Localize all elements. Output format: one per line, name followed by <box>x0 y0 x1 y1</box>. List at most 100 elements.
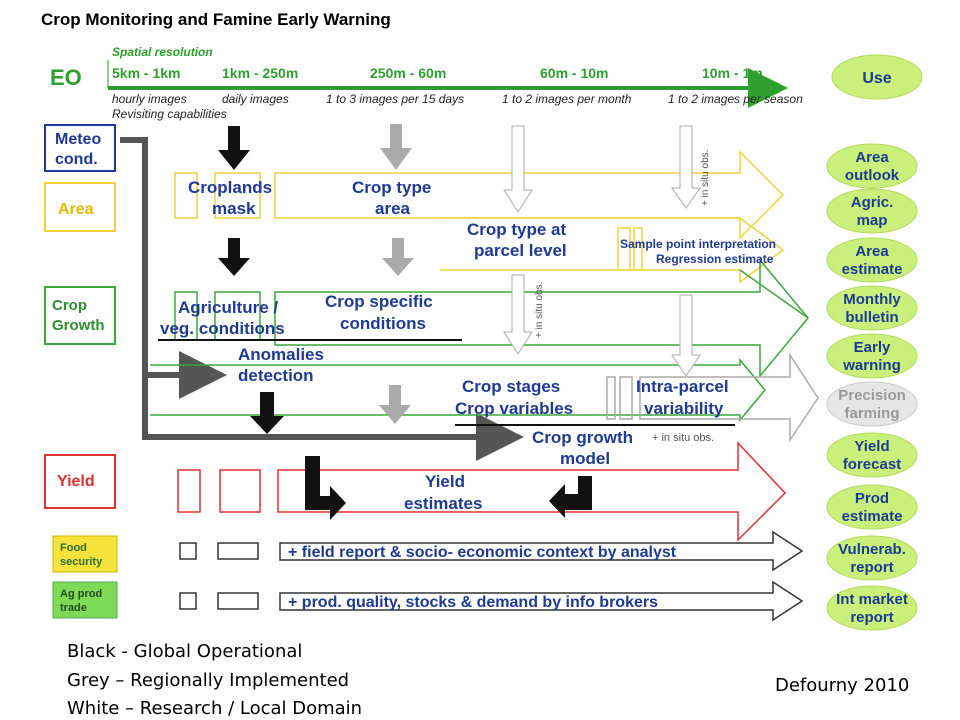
area-label: Area <box>58 201 94 218</box>
white-down-arrow-1 <box>503 125 533 213</box>
output-oval-7 <box>826 432 918 478</box>
output-column: Use AreaoutlookAgric.mapAreaestimateMont… <box>826 54 923 631</box>
food-security-label-1: Food <box>60 542 87 554</box>
output-oval-9 <box>826 535 918 581</box>
yield-row <box>177 441 787 542</box>
agriculture-veg-2: veg. conditions <box>160 319 285 338</box>
output-label-6-2: farming <box>844 405 899 422</box>
intra-parcel-2: variability <box>644 399 724 418</box>
output-label-1-2: outlook <box>845 167 900 184</box>
resolution-1: 5km - 1km <box>112 65 180 81</box>
output-label-8-2: estimate <box>842 508 903 525</box>
output-oval-1 <box>826 143 918 189</box>
yield-box <box>44 454 116 509</box>
sample-point-2: Regression estimate <box>656 252 774 266</box>
meteo-label-1: Meteo <box>55 131 101 148</box>
ag-prod-trade-label-2: trade <box>60 602 87 614</box>
output-label-2-2: map <box>857 212 888 229</box>
meteo-label-2: cond. <box>55 151 98 168</box>
meteo-box <box>44 124 116 172</box>
revisit-4: 1 to 2 images per month <box>502 92 632 106</box>
white-down-arrow-2 <box>671 125 701 209</box>
area-box <box>44 182 116 232</box>
crop-growth-model-1: Crop growth <box>532 428 633 447</box>
black-down-arrow-3 <box>250 392 284 434</box>
grey-down-arrow-1 <box>380 124 412 170</box>
croplands-mask-1: Croplands <box>188 178 272 197</box>
output-label-10-2: report <box>850 609 893 626</box>
down-arrows <box>218 124 701 520</box>
output-label-7-1: Yield <box>854 438 889 455</box>
output-label-9-2: report <box>850 559 893 576</box>
black-down-arrow-1 <box>218 126 250 170</box>
legend-black: Black - Global Operational <box>67 641 303 662</box>
yield-estimates-1: Yield <box>425 472 465 491</box>
output-oval-6 <box>826 381 918 427</box>
output-label-5-2: warning <box>842 357 901 374</box>
analyst-rows <box>179 530 804 622</box>
precision-row <box>606 352 819 443</box>
grey-down-arrow-2 <box>382 238 414 276</box>
output-oval-8 <box>826 484 918 530</box>
grey-down-arrow-3 <box>379 385 411 424</box>
output-label-4-2: bulletin <box>845 309 898 326</box>
author-credit: Defourny 2010 <box>775 675 910 696</box>
crop-specific-1: Crop specific <box>325 292 433 311</box>
in-situ-vertical-1: + in situ obs. <box>700 150 711 206</box>
output-label-7-2: forecast <box>843 456 901 473</box>
ag-prod-trade-label-1: Ag prod <box>60 588 102 600</box>
in-situ-label: + in situ obs. <box>652 432 714 444</box>
resolution-3: 250m - 60m <box>370 65 446 81</box>
in-situ-vertical-2: + in situ obs. <box>534 282 545 338</box>
agriculture-veg-1: Agriculture / <box>178 298 278 317</box>
anomalies-2: detection <box>238 366 314 385</box>
white-down-arrow-3 <box>503 274 533 355</box>
crop-specific-2: conditions <box>340 314 426 333</box>
output-oval-4 <box>826 285 918 331</box>
output-label-8-1: Prod <box>855 490 889 507</box>
food-security-label-2: security <box>60 556 103 568</box>
resolution-2: 1km - 250m <box>222 65 298 81</box>
output-label-6-1: Precision <box>838 387 906 404</box>
crop-growth-model-2: model <box>560 449 610 468</box>
revisit-5: 1 to 2 images per season <box>668 92 803 106</box>
output-oval-3 <box>826 237 918 283</box>
food-security-box <box>52 535 118 573</box>
legend-white: White – Research / Local Domain <box>67 698 363 719</box>
crop-stages-1: Crop stages <box>462 377 560 396</box>
resolution-4: 60m - 10m <box>540 65 608 81</box>
field-report-text: + field report & socio- economic context… <box>288 544 677 561</box>
area-row <box>174 150 785 284</box>
crop-type-parcel-2: parcel level <box>474 241 567 260</box>
ag-prod-trade-box <box>52 581 118 619</box>
revisit-3: 1 to 3 images per 15 days <box>326 92 464 106</box>
black-elbow-arrow-1 <box>305 456 346 520</box>
left-categories: Meteo cond. Area Crop Growth Yield Food … <box>44 124 118 619</box>
spatial-resolution-label: Spatial resolution <box>112 45 213 59</box>
process-labels: Croplands mask Crop type area Crop type … <box>160 178 776 611</box>
output-label-5-1: Early <box>854 339 891 356</box>
black-elbow-arrow-2 <box>549 476 592 518</box>
black-down-arrow-2 <box>218 238 250 276</box>
output-label-10-1: Int market <box>836 591 908 608</box>
output-label-1-1: Area <box>855 149 889 166</box>
output-label-3-1: Area <box>855 243 889 260</box>
revisit-2: daily images <box>222 92 289 106</box>
page-title: Crop Monitoring and Famine Early Warning <box>41 10 391 29</box>
eo-timeline: EO Spatial resolution 5km - 1km 1km - 25… <box>50 45 803 121</box>
output-oval-2 <box>826 188 918 234</box>
output-label-3-2: estimate <box>842 261 903 278</box>
legend-grey: Grey – Regionally Implemented <box>67 670 350 691</box>
intra-parcel-1: Intra-parcel <box>636 377 729 396</box>
yield-label: Yield <box>57 473 95 490</box>
white-down-arrow-4 <box>671 294 701 377</box>
output-label-4-1: Monthly <box>843 291 901 308</box>
sample-point-1: Sample point interpretation <box>620 237 776 251</box>
use-label: Use <box>862 70 891 87</box>
resolution-5: 10m - 1m <box>702 65 763 81</box>
revisit-caption: Revisiting capabilities <box>112 107 227 121</box>
crop-type-area-1: Crop type <box>352 178 431 197</box>
crop-growth-row <box>150 257 809 423</box>
